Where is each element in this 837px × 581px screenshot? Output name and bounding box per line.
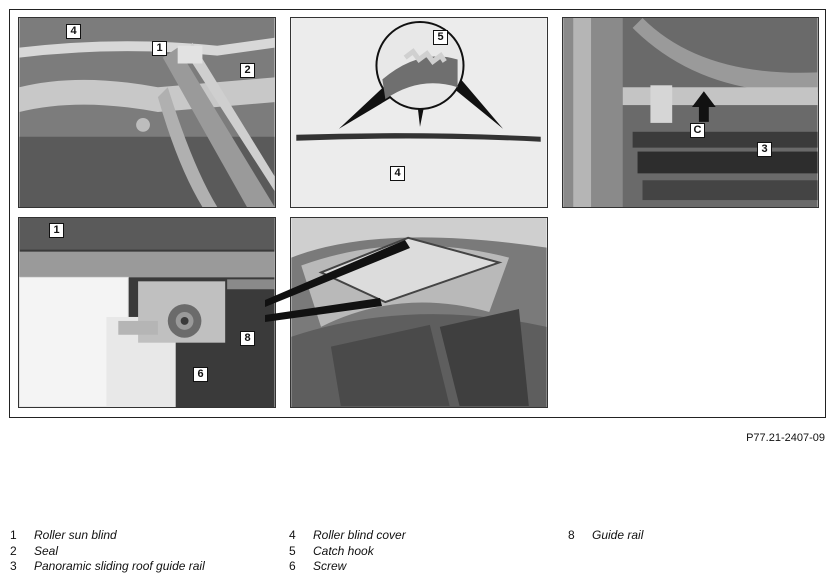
legend-label: Screw bbox=[313, 559, 347, 573]
legend-item: 2 Seal bbox=[10, 544, 205, 560]
callout-1-blind: 1 bbox=[49, 223, 64, 238]
car-illustration bbox=[291, 218, 547, 407]
legend-label: Guide rail bbox=[592, 528, 644, 542]
photo-roller-blind-cover bbox=[290, 17, 548, 208]
legend-number: 3 bbox=[10, 559, 17, 573]
legend-label: Roller sun blind bbox=[34, 528, 117, 542]
photo-roof-rail-corner bbox=[18, 17, 276, 208]
photo-roller-blind-screw bbox=[18, 217, 276, 408]
legend-label: Catch hook bbox=[313, 543, 374, 558]
legend-number: 2 bbox=[10, 543, 17, 558]
legend-item: 5 Catch hook bbox=[289, 544, 406, 560]
callout-2: 2 bbox=[240, 63, 255, 78]
legend-item: 8 Guide rail bbox=[568, 528, 643, 544]
guide-rail-illustration bbox=[563, 18, 818, 207]
legend-item: 4 Roller blind cover bbox=[289, 528, 406, 544]
figure-reference-code: P77.21-2407-09 bbox=[746, 432, 825, 444]
legend-column-1: 1 Roller sun blind 2 Seal 3 Panoramic slidi… bbox=[10, 528, 205, 575]
callout-1: 1 bbox=[152, 41, 167, 56]
roof-rail-illustration bbox=[19, 18, 275, 207]
legend-number: 4 bbox=[289, 528, 296, 542]
legend-item: 1 Roller sun blind bbox=[10, 528, 205, 544]
legend-label: Seal bbox=[34, 543, 59, 558]
legend-number: 1 bbox=[10, 528, 17, 542]
callout-c: C bbox=[690, 123, 705, 138]
photo-guide-rail bbox=[562, 17, 819, 208]
callout-5: 5 bbox=[433, 30, 448, 45]
legend-item: 3 Panoramic sliding roof guide rail bbox=[10, 559, 205, 575]
legend-label: Panoramic sliding roof guide rail bbox=[34, 559, 205, 573]
blind-screw-illustration bbox=[19, 218, 275, 407]
legend-item: 6 Screw bbox=[289, 559, 406, 575]
callout-8: 8 bbox=[240, 331, 255, 346]
legend-label: Roller blind cover bbox=[313, 528, 406, 542]
legend-number: 6 bbox=[289, 559, 296, 573]
callout-4-cover: 4 bbox=[390, 166, 405, 181]
legend-number: 5 bbox=[289, 543, 296, 558]
legend-column-2: 4 Roller blind cover 5 Catch hook 6 Screw bbox=[289, 528, 406, 575]
legend-number: 8 bbox=[568, 528, 575, 542]
legend-column-3: 8 Guide rail bbox=[568, 528, 643, 544]
callout-4: 4 bbox=[66, 24, 81, 39]
callout-6: 6 bbox=[193, 367, 208, 382]
photo-car-panoramic-roof bbox=[290, 217, 548, 408]
arrow-up-icon bbox=[691, 91, 716, 122]
callout-3: 3 bbox=[757, 142, 772, 157]
cover-illustration bbox=[291, 18, 547, 207]
